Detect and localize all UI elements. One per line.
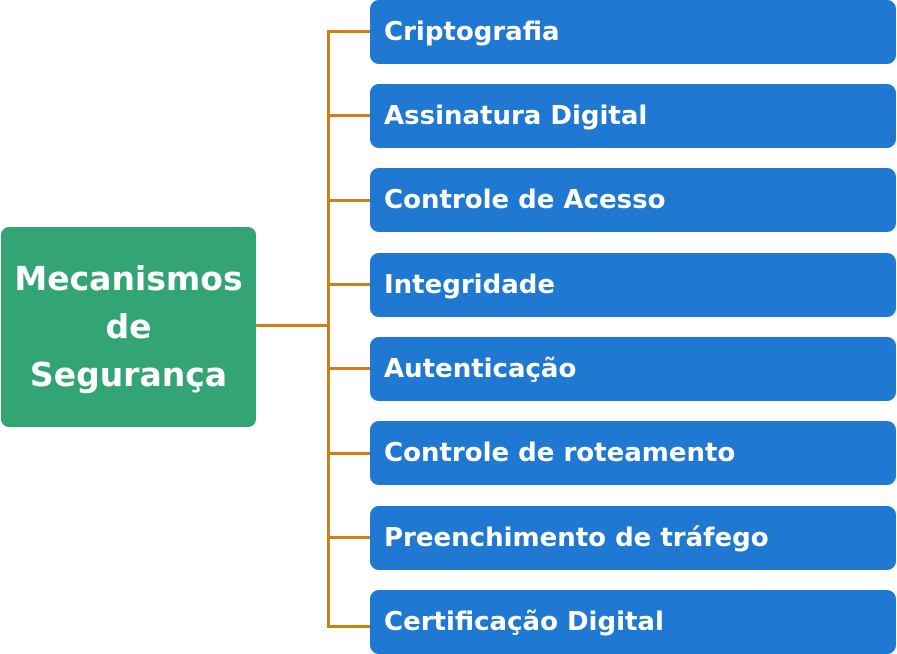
child-label: Controle de Acesso (384, 185, 666, 215)
child-node-assinatura-digital: Assinatura Digital (370, 84, 896, 148)
branch-connector (327, 367, 370, 370)
branch-connector (327, 199, 370, 202)
branch-connector (327, 625, 370, 628)
child-label: Autenticação (384, 354, 577, 384)
child-node-criptografia: Criptografia (370, 0, 896, 64)
child-label: Integridade (384, 270, 555, 300)
child-label: Criptografia (384, 17, 560, 47)
child-node-integridade: Integridade (370, 253, 896, 317)
child-label: Controle de roteamento (384, 438, 736, 468)
branch-connector (327, 283, 370, 286)
branch-connector (327, 30, 370, 33)
trunk-connector (327, 30, 330, 628)
child-node-certificacao-digital: Certificação Digital (370, 590, 896, 654)
child-node-preenchimento-de-trafego: Preenchimento de tráfego (370, 506, 896, 570)
branch-connector (327, 452, 370, 455)
child-label: Preenchimento de tráfego (384, 523, 769, 553)
root-connector (256, 324, 330, 327)
root-node: Mecanismos de Segurança (1, 227, 256, 427)
root-label: Mecanismos de Segurança (14, 259, 243, 394)
child-label: Assinatura Digital (384, 101, 648, 131)
branch-connector (327, 114, 370, 117)
child-node-controle-de-roteamento: Controle de roteamento (370, 421, 896, 485)
child-node-controle-de-acesso: Controle de Acesso (370, 168, 896, 232)
branch-connector (327, 536, 370, 539)
child-node-autenticacao: Autenticação (370, 337, 896, 401)
child-label: Certificação Digital (384, 607, 664, 637)
